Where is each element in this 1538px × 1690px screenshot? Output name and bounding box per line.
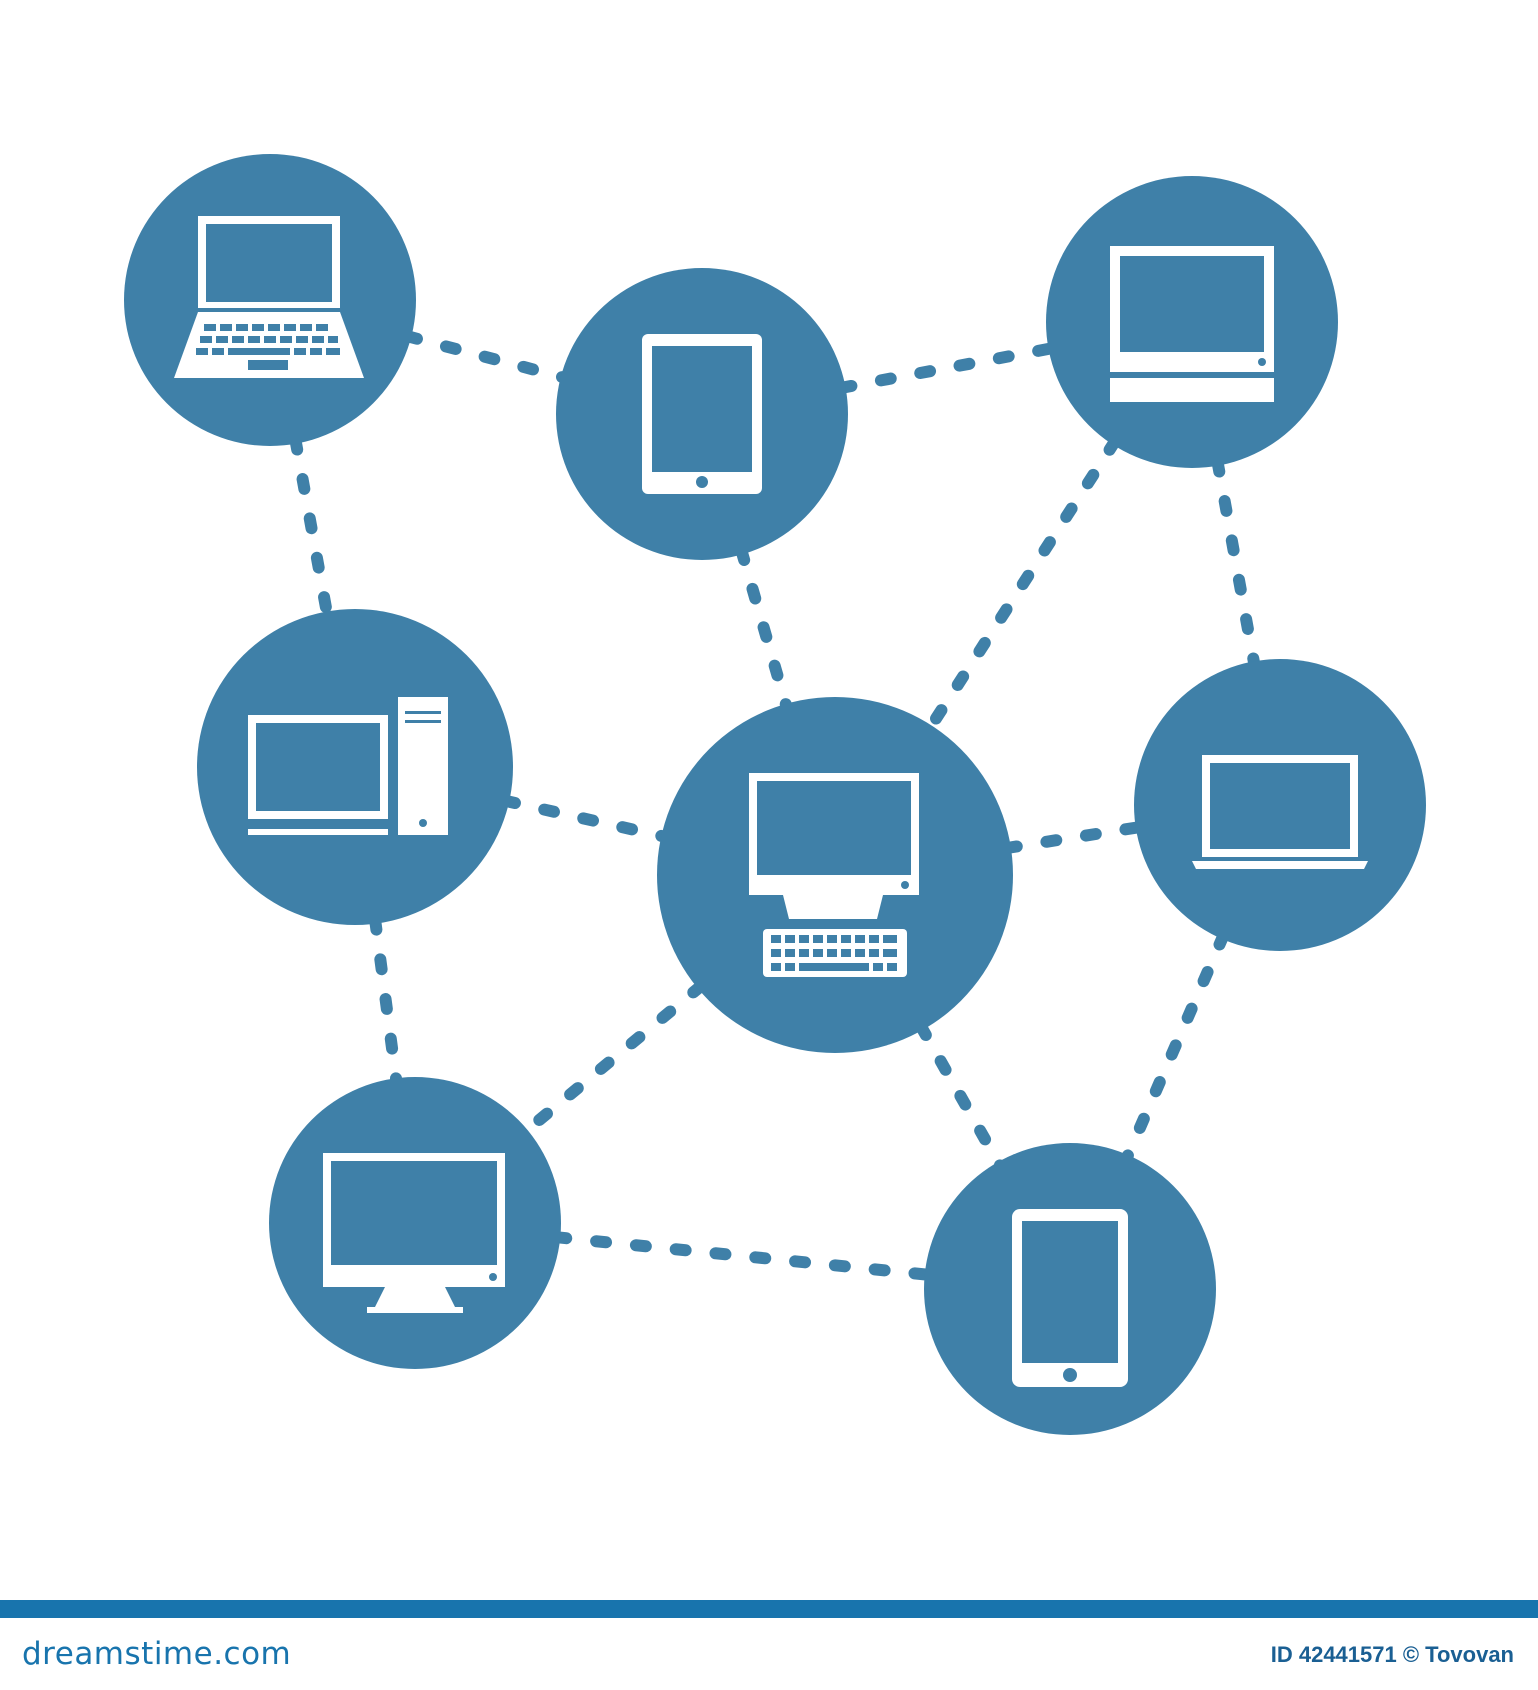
node-all-in-one	[1046, 176, 1338, 468]
connection-links	[289, 330, 1261, 1281]
laptop-icon	[174, 216, 364, 378]
link-tablet-a-all-in-one	[835, 342, 1059, 394]
link-laptop-a-desktop-tower	[289, 433, 334, 622]
link-desktop-keyboard-laptop-b	[1000, 821, 1146, 854]
footer-logo[interactable]: dreamstime.com	[22, 1636, 292, 1672]
monitor-icon	[323, 1153, 505, 1313]
footer: dreamstime.com ID 42441571 © Tovovan	[0, 1600, 1538, 1690]
node-desktop-keyboard	[657, 697, 1013, 1053]
desktop-keyboard-icon	[749, 773, 919, 977]
footer-bar	[0, 1600, 1538, 1618]
image-id-credit: ID 42441571 © Tovovan	[1270, 1642, 1514, 1667]
link-tablet-a-desktop-keyboard	[735, 544, 793, 714]
desktop-tower-icon	[248, 697, 448, 835]
node-desktop-tower	[197, 609, 513, 925]
link-laptop-a-tablet-a	[401, 330, 571, 384]
smartphone-icon	[1012, 1209, 1128, 1387]
link-desktop-keyboard-phone	[914, 1020, 1006, 1172]
link-desktop-tower-desktop-keyboard	[499, 794, 672, 843]
node-monitor	[269, 1077, 561, 1369]
node-laptop-a	[124, 154, 416, 446]
link-laptop-b-phone	[1120, 929, 1230, 1165]
link-desktop-tower-monitor	[369, 913, 403, 1089]
node-laptop-b	[1134, 659, 1426, 951]
link-desktop-keyboard-monitor	[518, 980, 707, 1139]
link-all-in-one-desktop-keyboard	[923, 435, 1121, 735]
device-network-diagram	[124, 154, 1426, 1435]
link-all-in-one-laptop-b	[1211, 455, 1261, 672]
node-tablet-a	[556, 268, 848, 560]
all-in-one-computer-icon	[1110, 246, 1274, 402]
node-phone	[924, 1143, 1216, 1435]
tablet-icon	[642, 334, 762, 494]
link-monitor-phone	[550, 1231, 935, 1281]
laptop-icon	[1192, 755, 1368, 869]
